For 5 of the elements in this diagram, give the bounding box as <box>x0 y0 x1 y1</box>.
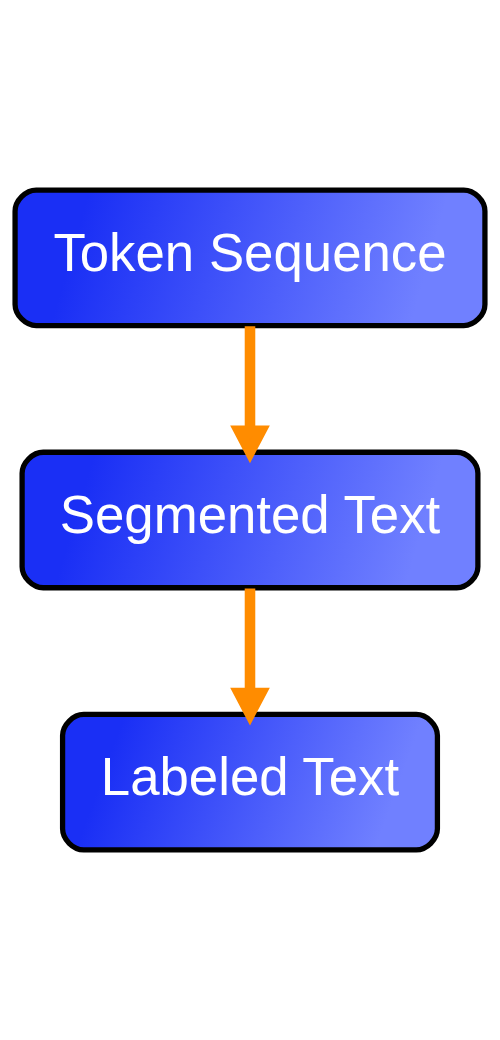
node-box: Segmented Text <box>19 449 481 591</box>
arrow <box>230 326 270 464</box>
arrow <box>230 588 270 726</box>
node-box: Token Sequence <box>12 187 488 329</box>
node-box: Labeled Text <box>59 711 441 853</box>
